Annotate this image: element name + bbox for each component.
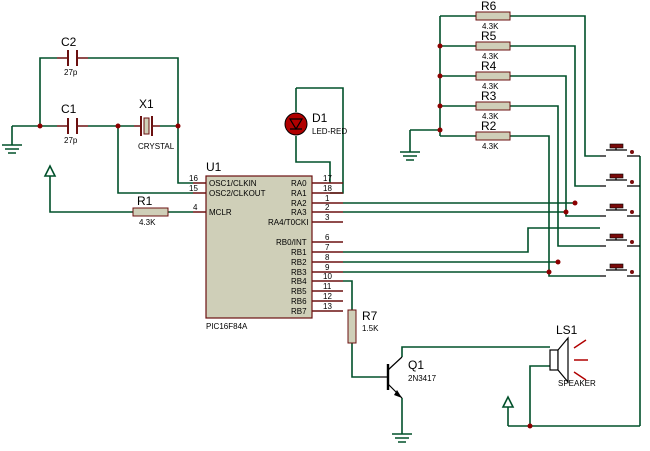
junction-dot — [175, 123, 181, 129]
junction-dot — [437, 127, 443, 133]
pin-label: RB1 — [291, 248, 307, 257]
pin-label: RA3 — [291, 208, 307, 217]
pin-label: RB3 — [291, 268, 307, 277]
pin-label: RB4 — [291, 277, 307, 286]
push-button[interactable] — [600, 143, 640, 157]
pin-number: 8 — [325, 253, 330, 262]
wires — [11, 15, 641, 434]
resistor-r6[interactable]: R6 4.3K — [475, 0, 511, 31]
c2-ref: C2 — [61, 35, 77, 49]
r7-value: 1.5K — [362, 324, 379, 333]
transistor-q1[interactable]: Q1 2N3417 — [380, 356, 437, 399]
c1-value: 27p — [64, 136, 78, 145]
resistor-r2[interactable]: R2 4.3K — [475, 119, 511, 151]
r6-value: 4.3K — [482, 22, 499, 31]
u1-part: PIC16F84A — [206, 322, 248, 331]
c2-value: 27p — [64, 68, 78, 77]
junction-dot — [563, 209, 569, 215]
pin-number: 1 — [325, 194, 330, 203]
r3-ref: R3 — [481, 89, 497, 103]
push-button[interactable] — [600, 263, 640, 277]
pin-label: RB0/INT — [276, 238, 307, 247]
pin-number: 18 — [323, 184, 332, 193]
ls1-value: SPEAKER — [558, 379, 596, 388]
d1-ref: D1 — [312, 111, 328, 125]
junction-dot — [37, 123, 43, 129]
pin-label: RA2 — [291, 199, 307, 208]
push-button[interactable] — [600, 203, 640, 217]
pin-label: RA4/T0CKI — [268, 218, 308, 227]
q1-ref: Q1 — [408, 358, 424, 372]
junction-dot — [115, 123, 121, 129]
ground-symbol — [400, 151, 420, 161]
junction-dot — [555, 259, 561, 265]
ls1-ref: LS1 — [556, 323, 578, 337]
pin-label: OSC1/CLKIN — [209, 179, 257, 188]
junction-dot — [546, 269, 552, 275]
pin-label: RB6 — [291, 297, 307, 306]
pin-label: OSC2/CLKOUT — [209, 189, 266, 198]
ground-symbol — [2, 144, 22, 154]
r4-ref: R4 — [481, 59, 497, 73]
pin-label: RB7 — [291, 307, 307, 316]
x1-value: CRYSTAL — [138, 142, 175, 151]
led-d1[interactable]: D1 LED-RED — [284, 111, 347, 136]
junction-dot — [437, 73, 443, 79]
pin-label: RB2 — [291, 258, 307, 267]
r1-ref: R1 — [137, 194, 153, 208]
pin-number: 9 — [325, 263, 330, 272]
x1-ref: X1 — [139, 97, 154, 111]
resistor-r5[interactable]: R5 4.3K — [475, 29, 511, 61]
pin-label: RA1 — [291, 189, 307, 198]
pin-label: RB5 — [291, 287, 307, 296]
junction-dots — [37, 43, 578, 429]
pin-number: 6 — [325, 233, 330, 242]
junction-dot — [572, 200, 578, 206]
r5-value: 4.3K — [482, 52, 499, 61]
push-button[interactable] — [600, 173, 640, 187]
r2-ref: R2 — [481, 119, 497, 133]
microcontroller-u1[interactable]: U1 PIC16F84A 16 OSC1/CLKIN 15 OSC2/CLKOU… — [189, 160, 343, 331]
junction-dot — [437, 43, 443, 49]
pin-number: 4 — [193, 203, 198, 212]
push-button[interactable] — [600, 233, 640, 247]
c1-ref: C1 — [61, 102, 77, 116]
power-terminal-symbol — [43, 164, 57, 177]
resistor-r1[interactable]: R1 4.3K — [132, 194, 169, 227]
pin-number: 12 — [323, 292, 332, 301]
speaker-ls1[interactable]: LS1 SPEAKER — [549, 323, 596, 388]
pin-label: MCLR — [209, 208, 232, 217]
pin-number: 13 — [323, 302, 332, 311]
r2-value: 4.3K — [482, 142, 499, 151]
crystal-x1[interactable]: X1 CRYSTAL — [134, 97, 175, 151]
resistor-r7[interactable]: R7 1.5K — [347, 309, 379, 344]
resistor-r3[interactable]: R3 4.3K — [475, 89, 511, 121]
r6-ref: R6 — [481, 0, 497, 13]
junction-dot — [527, 423, 533, 429]
pin-number: 17 — [323, 174, 332, 183]
pin-number: 7 — [325, 243, 330, 252]
r4-value: 4.3K — [482, 82, 499, 91]
r1-value: 4.3K — [139, 218, 156, 227]
pin-number: 15 — [189, 184, 198, 193]
pin-number: 10 — [323, 272, 332, 281]
pin-number: 3 — [325, 213, 330, 222]
pin-number: 16 — [189, 174, 198, 183]
capacitor-c1[interactable]: C1 27p — [57, 102, 88, 145]
pin-label: RA0 — [291, 179, 307, 188]
ground-symbol — [392, 433, 412, 443]
r3-value: 4.3K — [482, 112, 499, 121]
capacitor-c2[interactable]: C2 27p — [57, 35, 88, 77]
r7-ref: R7 — [362, 309, 378, 323]
resistor-r4[interactable]: R4 4.3K — [475, 59, 511, 91]
pin-number: 11 — [323, 282, 332, 291]
u1-ref: U1 — [206, 160, 222, 174]
q1-value: 2N3417 — [408, 374, 437, 383]
junction-dot — [437, 103, 443, 109]
r5-ref: R5 — [481, 29, 497, 43]
power-terminal-symbol — [501, 395, 515, 408]
pin-number: 2 — [325, 203, 330, 212]
d1-value: LED-RED — [312, 127, 347, 136]
